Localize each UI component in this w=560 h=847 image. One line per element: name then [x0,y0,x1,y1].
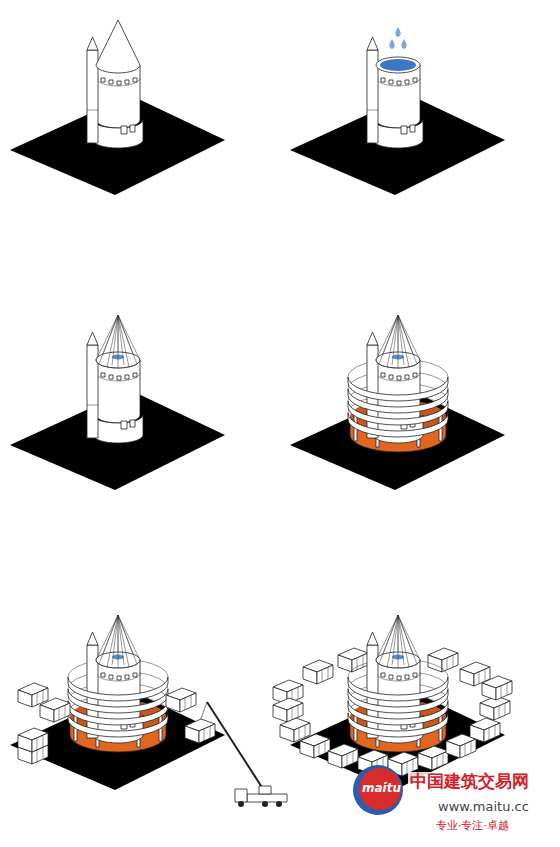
stage-3-wire-roof [10,315,225,490]
stage-4-rings [290,315,505,490]
stage-1-tower [10,20,225,195]
watermark-logo-text: maitu [360,782,403,796]
crane-truck [185,702,287,807]
stage-5-containers-crane [10,615,287,807]
watermark-url: www.maitu.cc [436,800,531,815]
stage-6-full [273,615,512,790]
watermark-slogan: 专业·专注·卓越 [434,820,511,833]
watermark-title: 中国建筑交易网 [408,772,531,792]
stage-2-water [290,27,505,195]
watermark-logo [353,765,403,815]
